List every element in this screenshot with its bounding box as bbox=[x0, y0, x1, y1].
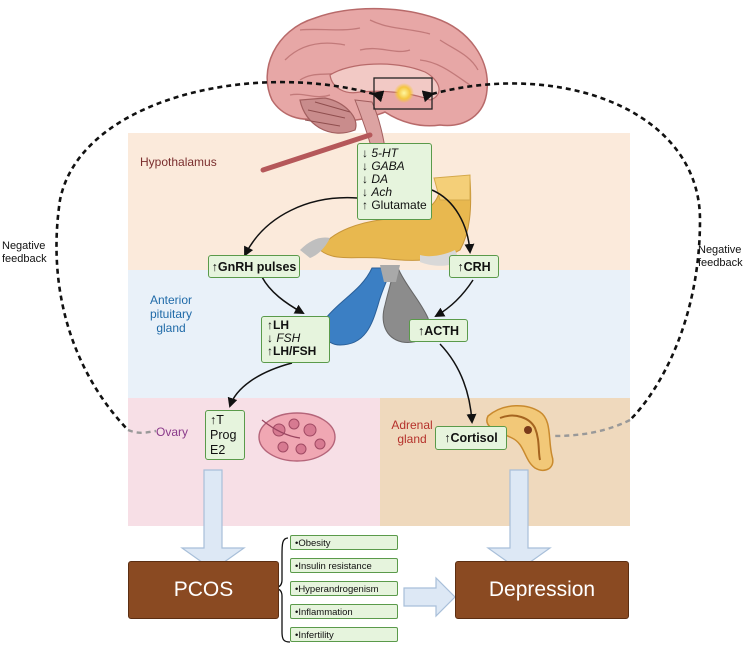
estradiol-line: E2 bbox=[210, 443, 226, 457]
neurotransmitter-glutamate: ↑ Glutamate bbox=[362, 198, 427, 212]
ovary-band bbox=[128, 398, 380, 526]
negative-feedback-right: Negative feedback bbox=[698, 244, 743, 269]
depression-box: Depression bbox=[455, 561, 629, 619]
pcos-box: PCOS bbox=[128, 561, 279, 619]
neurotransmitter-box: ↓ 5-HT ↓ GABA ↓ DA ↓ Ach ↑ Glutamate bbox=[357, 143, 432, 220]
factor-hyperandrogenism: •Hyperandrogenism bbox=[290, 581, 398, 596]
neurotransmitter-da: ↓ DA bbox=[362, 172, 389, 186]
neurotransmitter-ach: ↓ Ach bbox=[362, 185, 393, 199]
progesterone-line: Prog bbox=[210, 428, 237, 442]
adrenal-illustration bbox=[486, 405, 554, 472]
neurotransmitter-5ht: ↓ 5-HT bbox=[362, 146, 399, 160]
ovary-hormone-box: ↑T Prog E2 bbox=[205, 410, 245, 460]
fsh-line: ↓ FSH bbox=[267, 331, 301, 345]
ovary-illustration bbox=[258, 412, 336, 462]
acth-box: ↑ACTH bbox=[409, 319, 468, 342]
lh-box: ↑LH ↓ FSH ↑LH/FSH bbox=[261, 316, 330, 363]
ovary-label: Ovary bbox=[156, 425, 189, 439]
factor-infertility: •Infertility bbox=[290, 627, 398, 642]
gnrh-pulses-box: ↑GnRH pulses bbox=[208, 255, 300, 278]
factor-obesity: •Obesity bbox=[290, 535, 398, 550]
factor-insulin-resistance: •Insulin resistance bbox=[290, 558, 398, 573]
lh-fsh-line: ↑LH/FSH bbox=[267, 344, 317, 358]
adrenal-label: Adrenal gland bbox=[391, 418, 433, 446]
factor-inflammation: •Inflammation bbox=[290, 604, 398, 619]
testosterone-line: ↑T bbox=[210, 413, 224, 427]
neurotransmitter-gaba: ↓ GABA bbox=[362, 159, 405, 173]
pituitary-label: Anterior pituitary gland bbox=[149, 293, 193, 335]
cortisol-box: ↑Cortisol bbox=[435, 426, 507, 450]
crh-box: ↑CRH bbox=[449, 255, 499, 278]
lh-line: ↑LH bbox=[267, 318, 289, 332]
negative-feedback-left: Negative feedback bbox=[2, 240, 47, 265]
hypothalamus-label: Hypothalamus bbox=[140, 155, 217, 169]
